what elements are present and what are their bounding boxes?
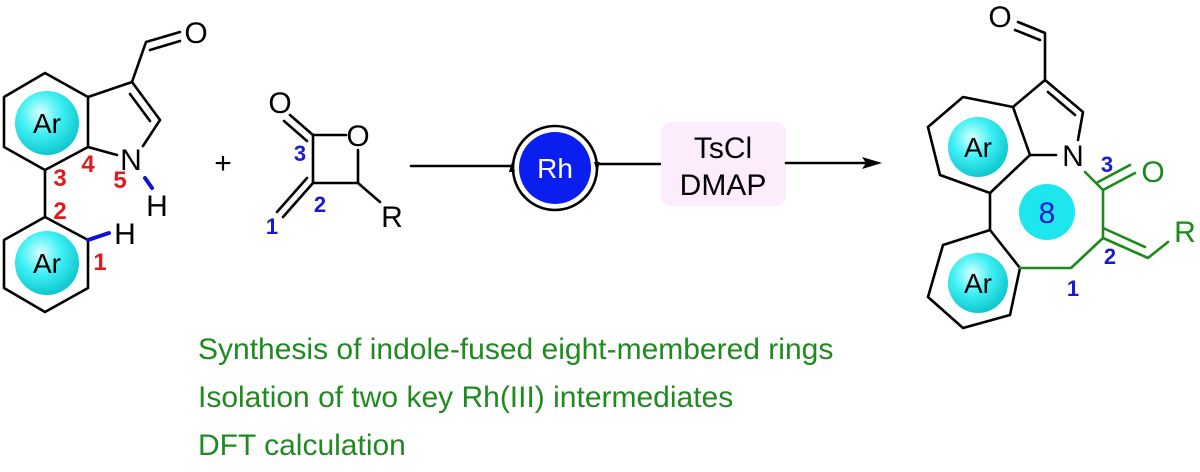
ar-label: Ar [33,248,61,279]
ar-label: Ar [33,108,61,139]
highlight-item: Synthesis of indole-fused eight-membered… [198,333,834,366]
ar-label: Ar [964,268,992,299]
position-label: 3 [294,141,306,166]
atom-r: R [1174,216,1196,249]
position-label: 2 [53,198,66,225]
reactant-lactone: O O R 1 2 3 [266,87,403,239]
reaction-arrow: Rh TsCl DMAP [409,122,882,212]
position-label: 3 [1101,152,1113,177]
atom-o: O [184,17,207,50]
ring-size-circle [1019,184,1075,240]
atom-h: H [114,218,136,251]
highlight-item: Isolation of two key Rh(III) intermediat… [198,381,734,414]
atom-o: O [268,87,291,120]
position-label: 1 [1067,276,1079,301]
rhodium-catalyst [519,132,591,204]
reagent-box [661,122,786,206]
catalyst-label: Rh [537,153,573,184]
atom-o: O [1141,156,1164,189]
position-label: 2 [314,192,326,217]
ar-circle-bottom [948,253,1008,313]
position-label: 4 [81,151,95,178]
reagent-dmap: DMAP [680,169,767,202]
atom-r: R [381,201,403,234]
plus-sign: + [214,147,232,180]
position-label: 3 [53,165,66,192]
product: Ar O N Ar O R 8 1 2 3 [926,1,1196,330]
atom-n: N [120,144,142,177]
reactant-indole: Ar O N H Ar H 1 2 3 4 5 [2,17,208,314]
atom-h: H [146,190,168,223]
ar-label: Ar [964,132,992,163]
ar-circle-top [15,91,79,155]
position-label: 2 [1104,244,1116,269]
atom-n: N [1062,140,1084,173]
position-label: 1 [93,249,106,276]
arrow-head-icon [862,157,882,169]
atom-o: O [988,1,1011,34]
ring-size-label: 8 [1039,197,1056,230]
position-label: 5 [113,167,126,194]
highlight-item: DFT calculation [198,429,406,462]
ar-circle-top [948,117,1008,177]
reagent-tscl: TsCl [694,132,752,165]
position-label: 1 [266,214,278,239]
ar-circle-bottom [15,231,79,295]
highlights-list: Synthesis of indole-fused eight-membered… [198,326,833,470]
atom-o: O [346,120,369,153]
